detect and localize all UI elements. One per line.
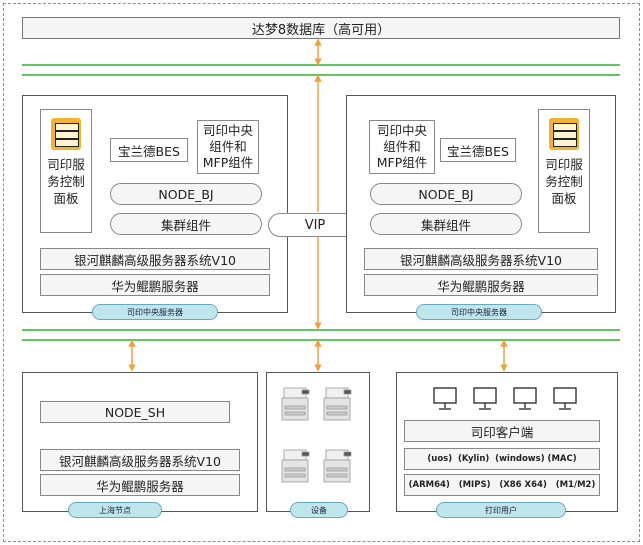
bes-box-right: 宝兰德BES <box>440 138 516 162</box>
printer-icon <box>323 449 352 483</box>
os-box-shanghai: 银河麒麟高级服务器系统V10 <box>40 449 240 471</box>
cluster-label: 集群组件 <box>420 217 471 233</box>
control-panel-label: 司印服务控制面板 <box>47 157 85 206</box>
monitor-icon <box>433 387 457 410</box>
cluster-pill-left: 集群组件 <box>110 213 262 235</box>
os-box-right: 银河麒麟高级服务器系统V10 <box>364 248 598 270</box>
outer-frame <box>3 3 640 542</box>
client-label: 司印客户端 <box>470 424 534 440</box>
printer-icons <box>281 387 352 483</box>
os-label: 银河麒麟高级服务器系统V10 <box>74 252 236 268</box>
printer-icon <box>281 387 310 421</box>
tag-print-users: 打印用户 <box>436 502 566 518</box>
node-label: NODE_SH <box>104 404 166 420</box>
node-pill-right: NODE_BJ <box>370 183 522 205</box>
bes-label: 宝兰德BES <box>447 143 509 159</box>
components-label: 司印中央组件和MFP组件 <box>376 123 428 170</box>
printers-group <box>276 382 362 502</box>
hardware-label: 华为鲲鹏服务器 <box>437 278 525 294</box>
hardware-box-left: 华为鲲鹏服务器 <box>40 274 270 296</box>
os-list-label: (uos) (Kylin) (windows) (MAC) <box>427 454 577 464</box>
arch-list-box: (ARM64) (MIPS) (X86 X64) (M1/M2) <box>404 474 600 496</box>
tag-shanghai: 上海节点 <box>68 502 162 518</box>
bes-label: 宝兰德BES <box>118 143 180 159</box>
devices-panel <box>266 372 370 512</box>
os-list-box: (uos) (Kylin) (windows) (MAC) <box>404 448 600 470</box>
monitor-icon <box>473 387 497 410</box>
monitor-icon <box>513 387 537 410</box>
monitor-icon <box>553 387 577 410</box>
server-icon <box>51 118 81 150</box>
printer-icon <box>323 387 352 421</box>
components-box-left: 司印中央组件和MFP组件 <box>197 120 259 174</box>
tag-label: 上海节点 <box>99 505 131 515</box>
components-box-right: 司印中央组件和MFP组件 <box>369 120 435 174</box>
server-icon <box>549 118 579 150</box>
tag-label: 司印中央服务器 <box>127 307 183 317</box>
bes-box-left: 宝兰德BES <box>110 138 188 162</box>
control-panel-right: 司印服务控制面板 <box>538 109 590 233</box>
client-box: 司印客户端 <box>404 420 600 442</box>
bus-line-bottom-1 <box>22 329 620 331</box>
tag-central-right: 司印中央服务器 <box>416 304 542 320</box>
hardware-label: 华为鲲鹏服务器 <box>96 478 184 494</box>
control-panel-left: 司印服务控制面板 <box>40 109 92 233</box>
components-label: 司印中央组件和MFP组件 <box>202 123 254 170</box>
printer-icon <box>281 449 310 483</box>
cluster-pill-right: 集群组件 <box>370 213 522 235</box>
node-label: NODE_BJ <box>418 186 474 202</box>
arch-list-label: (ARM64) (MIPS) (X86 X64) (M1/M2) <box>408 480 596 490</box>
hardware-label: 华为鲲鹏服务器 <box>111 278 199 294</box>
hardware-box-shanghai: 华为鲲鹏服务器 <box>40 474 240 496</box>
cluster-label: 集群组件 <box>160 217 211 233</box>
tag-label: 司印中央服务器 <box>451 307 507 317</box>
control-panel-label: 司印服务控制面板 <box>545 157 583 206</box>
tag-label: 打印用户 <box>485 505 517 515</box>
tag-label: 设备 <box>311 505 327 515</box>
os-label: 银河麒麟高级服务器系统V10 <box>400 252 562 268</box>
tag-central-left: 司印中央服务器 <box>92 304 218 320</box>
hardware-box-right: 华为鲲鹏服务器 <box>364 274 598 296</box>
vip-label: VIP <box>304 217 326 233</box>
node-pill-left: NODE_BJ <box>110 183 262 205</box>
database-label: 达梦8数据库（高可用） <box>251 22 391 38</box>
node-box-shanghai: NODE_SH <box>40 401 230 423</box>
tag-devices: 设备 <box>290 502 348 518</box>
node-label: NODE_BJ <box>158 186 214 202</box>
os-box-left: 银河麒麟高级服务器系统V10 <box>40 248 270 270</box>
os-label: 银河麒麟高级服务器系统V10 <box>59 453 221 469</box>
